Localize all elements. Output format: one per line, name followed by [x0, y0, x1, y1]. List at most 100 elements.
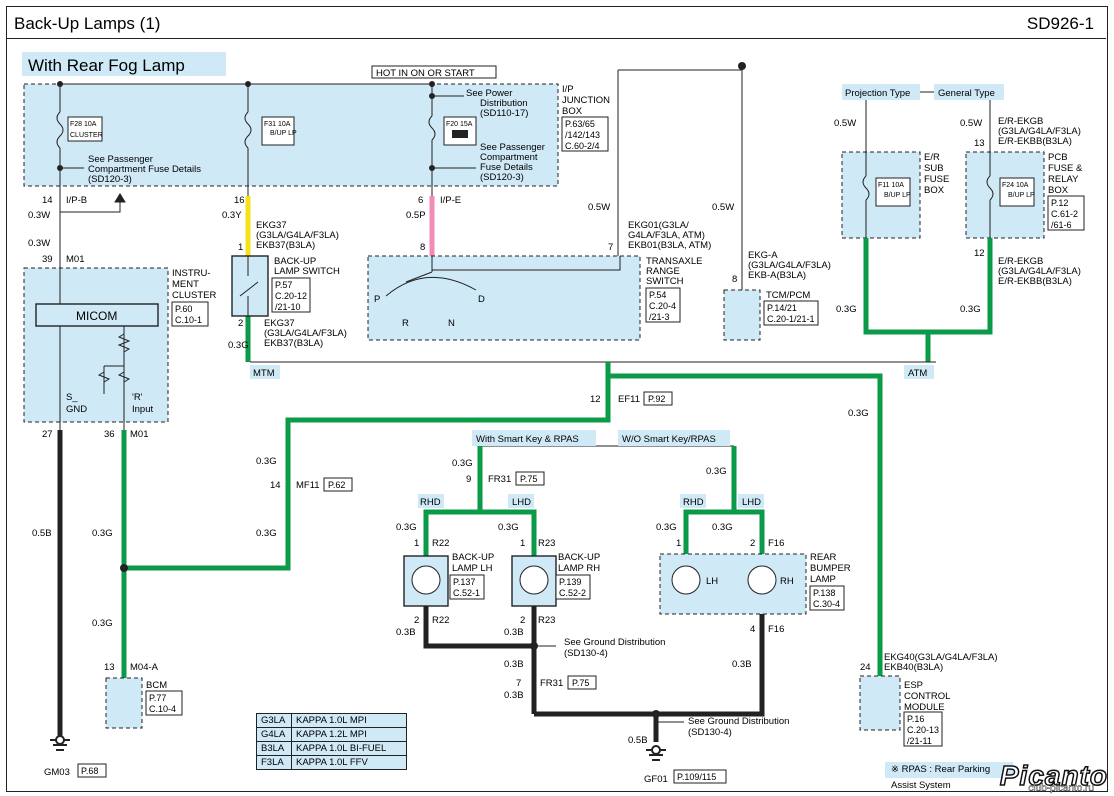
pin-1a: 1	[414, 538, 419, 549]
svg-text:FUSE: FUSE	[924, 174, 949, 185]
wire-0-5w-a: 0.5W	[588, 202, 610, 213]
wire-g-l: 0.3G	[498, 522, 519, 533]
svg-text:JUNCTION: JUNCTION	[562, 95, 610, 106]
conn-ekg37b: EKG37	[264, 318, 295, 329]
lhd-label-2: LHD	[742, 497, 761, 508]
svg-text:Fuse Details: Fuse Details	[480, 162, 533, 173]
pin-24: 24	[860, 662, 871, 673]
diagram-code: SD926-1	[1026, 14, 1094, 33]
bcm-name: BCM	[146, 680, 167, 691]
esp-control-module	[859, 675, 901, 731]
wire-g-c: 0.3G	[228, 340, 249, 351]
conn-r23b: R23	[538, 615, 555, 626]
pin-27: 27	[42, 429, 53, 440]
cluster-ref: P.60C.10-1	[175, 304, 202, 325]
fuse-f11-label: F11 10A	[878, 182, 904, 189]
svg-text:SWITCH: SWITCH	[646, 276, 684, 287]
conn-ekgb2: E/R-EKGB	[998, 256, 1043, 267]
wire-b-e: 0.3B	[732, 659, 752, 670]
ground-gm03: GM03	[44, 767, 70, 778]
svg-text:G4LA/F3LA, ATM): G4LA/F3LA, ATM)	[628, 230, 705, 241]
svg-text:LAMP SWITCH: LAMP SWITCH	[274, 266, 340, 277]
fuse-f24-name: B/UP LP	[1008, 192, 1035, 199]
svg-text:C.30-4: C.30-4	[813, 599, 840, 609]
wire-g-n: 0.3G	[712, 522, 733, 533]
hot-label-box	[371, 65, 497, 79]
trs-d: D	[478, 294, 485, 305]
tcm-pcm	[723, 289, 761, 341]
fuse-f28-label: F28 10A	[70, 121, 97, 128]
trs-name: TRANSAXLE	[646, 256, 703, 267]
svg-text:P.12: P.12	[1051, 198, 1068, 208]
see-ground-1: See Ground Distribution	[564, 637, 665, 648]
r-input-label: 'R'	[132, 392, 143, 403]
svg-text:E/R-EKBB(B3LA): E/R-EKBB(B3LA)	[998, 136, 1072, 147]
variant-banner	[22, 52, 226, 76]
bcm-box	[105, 677, 143, 729]
svg-text:C.20-4: C.20-4	[649, 301, 676, 311]
pin-12: 12	[974, 248, 985, 259]
wire-g-h: 0.3G	[256, 528, 277, 539]
er-sub-fuse-name: E/R	[924, 152, 940, 163]
page-title: Back-Up Lamps (1)	[14, 14, 161, 33]
trs-p: P	[374, 294, 380, 305]
pcb-name: PCB	[1048, 152, 1068, 163]
pin-13b: 13	[974, 138, 985, 149]
svg-text:(SD130-4): (SD130-4)	[688, 727, 732, 738]
svg-text:/61-6: /61-6	[1051, 220, 1072, 230]
pin-2b: 2	[520, 615, 525, 626]
wire-g-k: 0.3G	[396, 522, 417, 533]
lamp-bulb-icon	[519, 565, 549, 595]
svg-text:Distribution: Distribution	[480, 98, 528, 109]
wire-g-j: 0.3G	[706, 466, 727, 477]
wo-smart-key-label: W/O Smart Key/RPAS	[622, 434, 716, 445]
pin-2a: 2	[414, 615, 419, 626]
svg-text:(G3LA/G4LA/F3LA): (G3LA/G4LA/F3LA)	[264, 328, 347, 339]
rbl-name: REAR	[810, 552, 837, 563]
fuse-f20-label: F20 15A	[446, 121, 473, 128]
svg-text:EKB37(B3LA): EKB37(B3LA)	[256, 240, 315, 251]
general-type: General Type	[938, 88, 995, 99]
wire-g-m: 0.3G	[656, 522, 677, 533]
svg-text:BUMPER: BUMPER	[810, 563, 851, 574]
conn-ekgb: E/R-EKGB	[998, 116, 1043, 127]
wire-0-5w-d: 0.5W	[960, 118, 982, 129]
wire-g-a: 0.3G	[92, 528, 113, 539]
svg-text:MODULE: MODULE	[904, 702, 945, 713]
svg-text:INSTRU-: INSTRU-	[172, 268, 211, 279]
mf11-ref: P.62	[328, 480, 345, 490]
atm-label: ATM	[908, 368, 927, 379]
wire-g-b: 0.3G	[92, 618, 113, 629]
pin-13: 13	[104, 662, 115, 673]
pin-7: 7	[608, 242, 613, 253]
svg-text:(SD130-4): (SD130-4)	[564, 648, 608, 659]
conn-mf11: MF11	[296, 480, 320, 491]
conn-fr31: FR31	[488, 474, 511, 485]
svg-text:LAMP RH: LAMP RH	[558, 563, 600, 574]
svg-text:(G3LA/G4LA/F3LA): (G3LA/G4LA/F3LA)	[998, 126, 1081, 137]
conn-fr31b: FR31	[540, 678, 563, 689]
watermark-logo: Picanto	[999, 759, 1108, 792]
svg-text:/21-10: /21-10	[275, 302, 301, 312]
trs-r: R	[402, 318, 409, 329]
svg-text:BOX: BOX	[1048, 185, 1069, 196]
wire-0-3w-b: 0.3W	[28, 238, 50, 249]
wire-b-c: 0.3B	[504, 659, 524, 670]
svg-text:SUB: SUB	[924, 163, 944, 174]
svg-text:(G3LA/G4LA/F3LA): (G3LA/G4LA/F3LA)	[256, 230, 339, 241]
svg-text:(G3LA/G4LA/F3LA): (G3LA/G4LA/F3LA)	[748, 260, 831, 271]
fuse-f24-label: F24 10A	[1002, 182, 1029, 189]
pin-1: 1	[238, 242, 243, 253]
wire-b-f: 0.5B	[628, 735, 648, 746]
conn-ef11: EF11	[618, 394, 640, 405]
svg-text:C.52-2: C.52-2	[559, 588, 586, 598]
svg-text:C.61-2: C.61-2	[1051, 209, 1078, 219]
projection-type: Projection Type	[845, 88, 910, 99]
svg-text:MENT: MENT	[172, 279, 199, 290]
